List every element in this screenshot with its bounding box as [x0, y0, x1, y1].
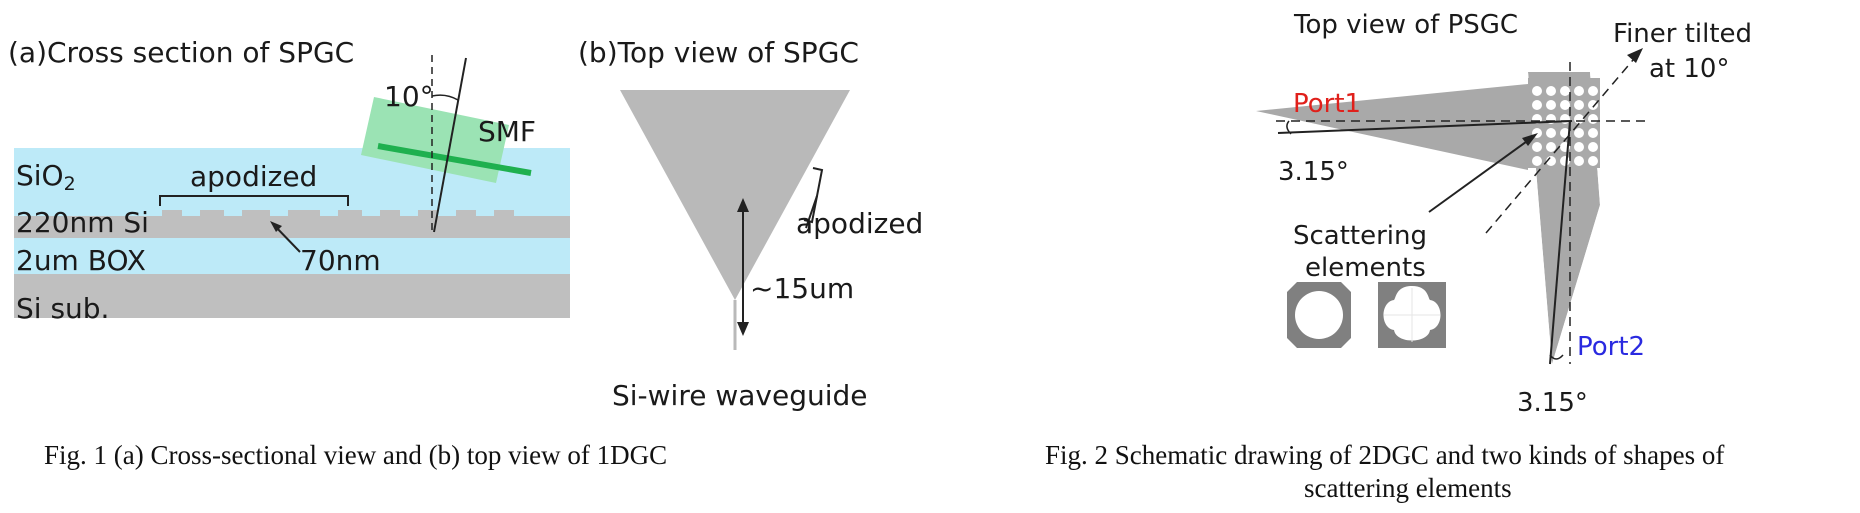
etch-depth-arrowhead [270, 221, 282, 232]
si-layer-label: 220nm Si [16, 206, 149, 239]
fig1a-cross-section: (a)Cross section of SPGC SiO2 220nm Si 2… [8, 36, 570, 325]
fig1b-top-view: (b)Top view of SPGC ~15um Si-wire wavegu… [578, 36, 923, 412]
fig1-caption: Fig. 1 (a) Cross-sectional view and (b) … [44, 440, 667, 470]
fiber-axis-line [433, 57, 467, 233]
fan-taper [620, 90, 850, 300]
fiber-tilt-dashed-line [1485, 59, 1634, 234]
port2-angle-arc [1549, 354, 1564, 360]
fig2-caption-line1: Fig. 2 Schematic drawing of 2DGC and two… [1045, 440, 1724, 470]
fiber-tilt-label-line1: Finer tilted [1613, 19, 1752, 49]
box-label: 2um BOX [16, 244, 146, 277]
substrate-label: Si sub. [16, 292, 109, 325]
length-label: ~15um [750, 272, 854, 305]
scatter-label-line2: elements [1305, 253, 1426, 283]
length-arrowhead-top [737, 198, 749, 212]
waveguide-label: Si-wire waveguide [612, 379, 868, 412]
port1-label: Port1 [1293, 89, 1361, 119]
apodized-leader-b [805, 195, 818, 229]
fig1b-title: (b)Top view of SPGC [578, 36, 859, 69]
fiber-tilt-arrowhead [1627, 48, 1643, 63]
fig2-psgc: Top view of PSGC Finer tilted at 10° [1256, 10, 1752, 418]
fiber-tilt-label-line2: at 10° [1649, 54, 1729, 84]
port1-angle-arc [1286, 120, 1292, 135]
fiber-angle-arc [431, 94, 459, 101]
port1-taper [1256, 84, 1528, 170]
cross-element-icon [1378, 282, 1446, 348]
apodized-label: apodized [190, 160, 317, 193]
circular-element-icon [1287, 282, 1351, 348]
port2-direction-line [1549, 120, 1571, 365]
grating-teeth [162, 210, 514, 216]
apodized-label-b: apodized [796, 207, 923, 240]
fiber-facet [377, 143, 532, 176]
port2-angle-label: 3.15° [1517, 388, 1588, 418]
scatter-pointer-arrowhead [1522, 133, 1538, 146]
port1-direction-line [1277, 120, 1573, 134]
length-arrowhead-bottom [737, 322, 749, 336]
apodized-bracket [159, 195, 349, 206]
sio2-label: SiO2 [16, 159, 76, 195]
si-substrate-layer [14, 274, 570, 318]
fiber-angle-label: 10° [384, 80, 434, 113]
fig2-caption-line2: scattering elements [1304, 473, 1512, 503]
port2-label: Port2 [1577, 332, 1645, 362]
fig2-title: Top view of PSGC [1293, 10, 1518, 40]
etch-depth-label: 70nm [300, 244, 381, 277]
port1-angle-label: 3.15° [1278, 157, 1349, 187]
fiber-label: SMF [478, 115, 536, 148]
fig1a-title: (a)Cross section of SPGC [8, 36, 354, 69]
si-device-layer [14, 216, 570, 238]
scatter-label-line1: Scattering [1293, 221, 1427, 251]
scatter-pointer-line [1428, 138, 1531, 213]
